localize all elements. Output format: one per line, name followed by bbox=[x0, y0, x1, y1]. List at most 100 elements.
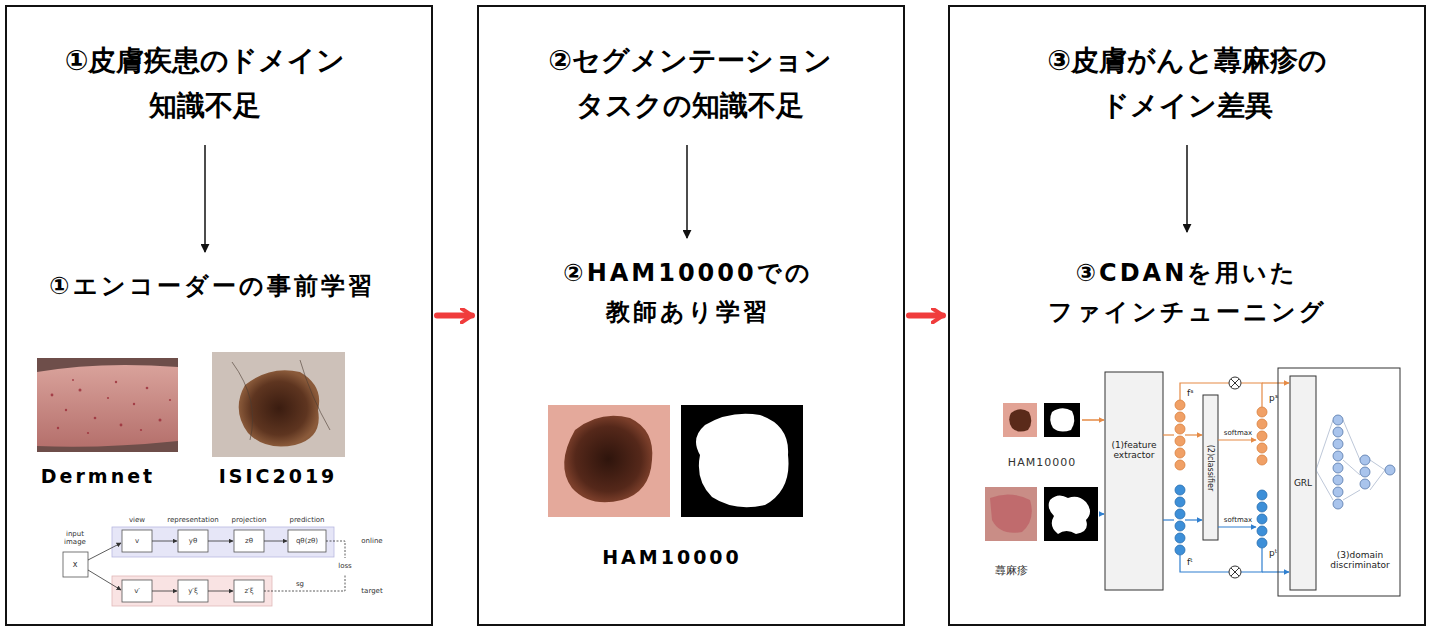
label-anchor: 蕁麻疹 bbox=[995, 565, 1028, 578]
cdan-figure-part bbox=[1163, 519, 1174, 520]
label-anchor: qθ(zθ) bbox=[296, 537, 318, 545]
label-anchor: loss bbox=[338, 562, 352, 570]
cdan-figure-part-part bbox=[1262, 571, 1289, 572]
label-anchor: (1)feature extractor bbox=[1106, 440, 1162, 461]
isic-photo-part-part bbox=[232, 362, 253, 440]
down-arrows-part bbox=[204, 145, 206, 252]
step-panel: ③皮膚がんと蕁麻疹の ドメイン差異③CDANを用いた ファインチューニング bbox=[948, 5, 1426, 626]
cdan-figure-part bbox=[1203, 395, 1218, 540]
cdan-figure-part-part bbox=[1333, 415, 1343, 425]
cdan-figure-part-part bbox=[1257, 443, 1267, 453]
isic-photo bbox=[212, 352, 345, 457]
cdan-figure-part bbox=[1333, 415, 1395, 509]
cdan-figure-part-part bbox=[1175, 521, 1185, 531]
byol-figure-part bbox=[234, 530, 264, 552]
cdan-figure-part bbox=[1229, 377, 1241, 578]
label-anchor: HAM10000 bbox=[602, 547, 742, 569]
ham-photo bbox=[548, 405, 670, 517]
cdan-figure-part bbox=[1185, 519, 1202, 520]
text-slot: ①エンコーダーの事前学習 bbox=[10, 267, 414, 306]
cdan-figure-part-part bbox=[1262, 382, 1289, 383]
step-arrow bbox=[437, 313, 472, 319]
label-anchor: fˢ bbox=[1187, 388, 1194, 398]
figure-symbol: x bbox=[73, 560, 78, 569]
label-anchor: (2)classifier bbox=[1205, 445, 1214, 492]
dermnet-photo-part bbox=[37, 365, 178, 447]
cdan-figure-part bbox=[1175, 400, 1185, 470]
dataset-label: HAM10000 bbox=[1008, 457, 1076, 470]
ham-mask bbox=[681, 405, 803, 517]
cdan-figure-part bbox=[1290, 376, 1316, 590]
cdan-figure-part-part bbox=[1175, 412, 1185, 422]
figure-label: input image bbox=[58, 530, 92, 546]
byol-figure-part-part bbox=[326, 541, 345, 558]
label-anchor: GRL bbox=[1294, 478, 1312, 488]
dermnet-photo-part bbox=[51, 379, 171, 434]
cdan-figure-part-part bbox=[1231, 568, 1239, 576]
cdan-figure-part-part bbox=[1257, 407, 1267, 417]
cdan-figure-part-part bbox=[1175, 485, 1185, 495]
dermnet-photo-part-part bbox=[159, 419, 162, 422]
down-arrows-part bbox=[1186, 145, 1188, 232]
figure-label: loss bbox=[338, 562, 352, 570]
label-anchor: z′ξ bbox=[244, 587, 253, 595]
figure-label: target bbox=[361, 587, 382, 595]
label-anchor: projection bbox=[232, 516, 267, 524]
cdan-figure-part-part bbox=[1257, 455, 1267, 465]
cdan-figure-part-part bbox=[1180, 555, 1229, 572]
label-anchor: yθ bbox=[189, 537, 197, 545]
dermnet-photo-part-part bbox=[87, 432, 89, 434]
module-label: (1)feature extractor bbox=[1106, 440, 1162, 461]
label-anchor: prediction bbox=[289, 516, 324, 524]
label-anchor: fᵗ bbox=[1187, 557, 1193, 567]
figure-label: view bbox=[129, 516, 145, 524]
cdan-figure-part-part bbox=[1257, 431, 1267, 441]
cdan-figure-part bbox=[1218, 526, 1256, 527]
cdan-figure bbox=[985, 368, 1400, 596]
cdan-figure-part-part bbox=[1360, 467, 1370, 477]
byol-figure-part bbox=[122, 530, 152, 552]
cdan-figure-part-part bbox=[1385, 465, 1395, 475]
label-anchor: sg bbox=[296, 580, 304, 588]
cdan-figure-part-part bbox=[1180, 383, 1229, 400]
figure-label: online bbox=[361, 537, 382, 545]
label-anchor: x bbox=[73, 560, 78, 569]
cdan-figure-part-part bbox=[1231, 568, 1239, 576]
cdan-figure-part-part bbox=[1257, 514, 1267, 524]
operation-label: softmax bbox=[1224, 429, 1252, 437]
feature-symbol: pˢ bbox=[1269, 393, 1278, 403]
label-anchor: zθ bbox=[245, 537, 253, 545]
dermnet-photo-part-part bbox=[140, 429, 142, 431]
cdan-figure-part bbox=[985, 487, 1037, 541]
cdan-figure-part-part bbox=[1370, 470, 1385, 490]
cdan-figure-part bbox=[1257, 407, 1267, 465]
feature-symbol: fˢ bbox=[1187, 388, 1194, 398]
operation-label: softmax bbox=[1224, 516, 1252, 524]
cdan-figure-part bbox=[1105, 372, 1163, 590]
cdan-figure-part-part bbox=[1360, 479, 1370, 489]
cdan-figure-part-part bbox=[1257, 419, 1267, 429]
dataset-label: 蕁麻疹 bbox=[995, 565, 1028, 578]
dermnet-photo-part-part bbox=[115, 381, 117, 383]
cdan-figure-part-part bbox=[1333, 439, 1343, 449]
label-anchor: HAM10000 bbox=[1008, 457, 1076, 470]
dermnet-photo-part-part bbox=[120, 424, 123, 427]
ham-mask-part bbox=[696, 414, 789, 507]
dermnet-photo-part-part bbox=[133, 403, 135, 405]
cdan-figure-part-part bbox=[1175, 545, 1185, 555]
down-arrows bbox=[205, 145, 1187, 252]
figure-symbol: v bbox=[135, 537, 139, 545]
dermnet-photo-part-part bbox=[107, 397, 109, 399]
cdan-figure-part bbox=[1175, 485, 1185, 555]
cdan-figure-part-part bbox=[1231, 379, 1239, 387]
label-anchor: representation bbox=[167, 516, 218, 524]
cdan-figure-part-part bbox=[1241, 383, 1262, 407]
cdan-figure-part bbox=[1003, 403, 1037, 437]
isic-photo-part-part bbox=[300, 360, 330, 430]
cdan-figure-part-part bbox=[1333, 487, 1343, 497]
cdan-figure-part bbox=[1082, 419, 1104, 421]
cdan-figure-part-part bbox=[1370, 460, 1385, 470]
text-slot: ②セグメンテーション タスクの知識不足 bbox=[500, 38, 880, 128]
dermnet-photo-part-part bbox=[169, 399, 171, 401]
module-label: (3)domain discriminator bbox=[1323, 550, 1397, 571]
